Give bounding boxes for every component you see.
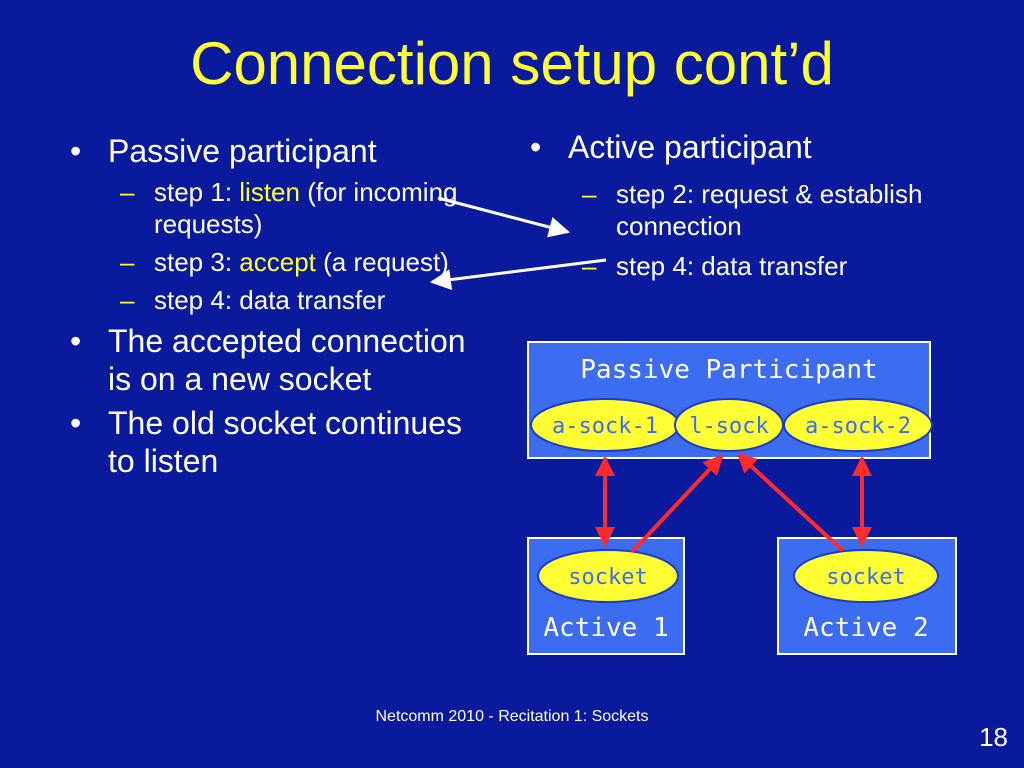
dash-marker: – bbox=[582, 179, 597, 209]
dash-marker: – bbox=[120, 285, 135, 315]
l-sock-label: l-sock bbox=[689, 414, 768, 439]
step3-suffix: (a request) bbox=[315, 247, 449, 277]
sub-step-3: – step 3: accept (a request) bbox=[62, 246, 492, 278]
arrow-active-2-l-sock bbox=[736, 452, 844, 552]
dash-marker: – bbox=[120, 247, 135, 277]
step1-suffix: (for incoming requests) bbox=[154, 177, 458, 239]
arrow-request-to-accept bbox=[429, 258, 607, 291]
bullet-active-participant: • Active participant bbox=[522, 128, 982, 166]
bullet-text: Passive participant bbox=[108, 133, 377, 169]
step2-text: step 2: request & establish connection bbox=[616, 179, 923, 241]
a-sock-2-label: a-sock-2 bbox=[805, 414, 911, 439]
step4-active-text: step 4: data transfer bbox=[616, 251, 848, 281]
active-1-label: Active 1 bbox=[543, 613, 668, 643]
bullet-dot: • bbox=[530, 129, 542, 165]
sub-step-1: – step 1: listen (for incoming requests) bbox=[62, 176, 492, 240]
dash-marker: – bbox=[120, 177, 135, 207]
left-column: • Passive participant – step 1: listen (… bbox=[62, 132, 492, 486]
bullet-text: Active participant bbox=[568, 129, 812, 165]
arrow-active-1-l-sock bbox=[630, 454, 724, 554]
bullet-accepted-connection: • The accepted connection is on a new so… bbox=[62, 322, 492, 398]
arrow-listen-to-request bbox=[437, 196, 571, 238]
sub-step-2: – step 2: request & establish connection bbox=[522, 178, 982, 242]
dash-marker: – bbox=[582, 251, 597, 281]
step3-prefix: step 3: bbox=[154, 247, 240, 277]
sub-step-4: – step 4: data transfer bbox=[62, 284, 492, 316]
bullet-dot: • bbox=[70, 133, 82, 169]
active-2-socket-label: socket bbox=[826, 565, 905, 590]
slide-footer: Netcomm 2010 - Recitation 1: Sockets bbox=[375, 708, 649, 725]
bullet-old-socket: • The old socket continues to listen bbox=[62, 404, 492, 480]
bullet-dot: • bbox=[70, 323, 82, 359]
active-2-label: Active 2 bbox=[803, 613, 928, 643]
passive-participant-label: Passive Participant bbox=[580, 355, 877, 385]
active-1-socket bbox=[537, 549, 679, 603]
step1-keyword: listen bbox=[239, 177, 300, 207]
active-1-socket-label: socket bbox=[568, 565, 647, 590]
a-sock-1-label: a-sock-1 bbox=[552, 414, 658, 439]
step1-prefix: step 1: bbox=[154, 177, 240, 207]
a-sock-2-socket bbox=[783, 398, 933, 452]
active-2-socket bbox=[793, 549, 939, 603]
sub-step-4-active: – step 4: data transfer bbox=[522, 250, 982, 282]
bullet-passive-participant: • Passive participant bbox=[62, 132, 492, 170]
bullet-dot: • bbox=[70, 405, 82, 441]
bullet-text: The accepted connection is on a new sock… bbox=[108, 323, 466, 397]
step4-text: step 4: data transfer bbox=[154, 285, 386, 315]
slide-title: Connection setup cont’d bbox=[190, 30, 834, 97]
page-number: 18 bbox=[979, 722, 1008, 752]
bullet-text: The old socket continues to listen bbox=[108, 405, 462, 479]
right-column: • Active participant – step 2: request &… bbox=[522, 128, 982, 290]
step3-keyword: accept bbox=[239, 247, 316, 277]
